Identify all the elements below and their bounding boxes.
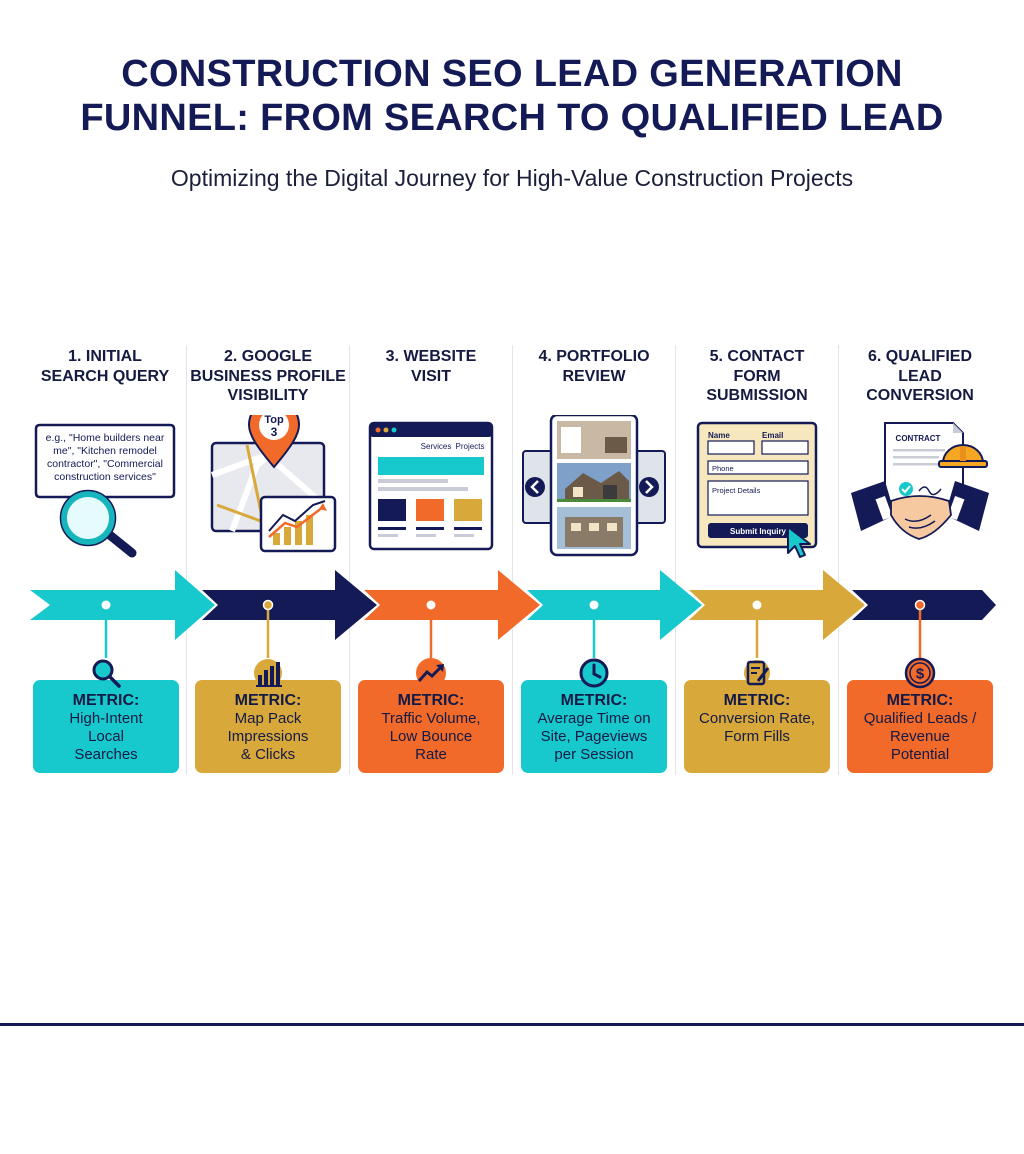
footer-divider: [0, 1023, 1024, 1026]
form-email-label: Email: [762, 431, 783, 440]
pin-number: 3: [271, 425, 278, 439]
metric-box-3: METRIC: Traffic Volume, Low Bounce Rate: [358, 680, 504, 773]
arrow-stage-4: [527, 570, 702, 640]
stage-title: 5. CONTACT FORM SUBMISSION: [706, 348, 808, 404]
handshake-icon: CONTRACT: [851, 422, 989, 540]
connector-dot: [262, 599, 274, 611]
metric-heading: METRIC:: [397, 692, 465, 709]
bubble-line: me", "Kitchen remodel: [53, 445, 157, 457]
bubble-line: e.g., "Home builders near: [46, 432, 165, 444]
bar-chart-icon: [254, 659, 282, 687]
nav-services: Services: [421, 442, 452, 451]
page-title: CONSTRUCTION SEO LEAD GENERATION FUNNEL:…: [0, 52, 1024, 140]
connector-dot: [914, 599, 926, 611]
trend-up-icon: [416, 658, 446, 688]
metric-heading: METRIC:: [723, 692, 791, 709]
metric-heading: METRIC:: [560, 692, 628, 709]
pin-label: Top: [264, 415, 284, 426]
connector-dot: [752, 600, 762, 610]
arrow-stage-2: [202, 570, 377, 640]
edit-form-icon: [744, 660, 770, 686]
column-divider: [512, 345, 513, 775]
column-divider: [675, 345, 676, 775]
column-divider: [838, 345, 839, 775]
bubble-line: construction services": [54, 471, 156, 483]
form-phone-label: Phone: [712, 464, 734, 473]
magnifier-icon: e.g., "Home builders near me", "Kitchen …: [34, 423, 176, 558]
arrow-stage-1: [30, 570, 215, 640]
form-name-label: Name: [708, 431, 730, 440]
metric-box-4: METRIC: Average Time on Site, Pageviews …: [521, 680, 667, 773]
metric-text: Average Time on Site, Pageviews per Sess…: [537, 710, 651, 763]
arrow-stage-5: [689, 570, 865, 640]
photo-gallery-icon: [522, 415, 666, 557]
title-line-1: CONSTRUCTION SEO LEAD GENERATION: [121, 53, 903, 95]
connector-dot: [426, 600, 436, 610]
metric-box-5: METRIC: Conversion Rate, Form Fills: [684, 680, 830, 773]
metric-text: Map Pack Impressions & Clicks: [227, 710, 309, 763]
clock-icon: [579, 658, 609, 688]
nav-projects: Projects: [456, 442, 485, 451]
browser-window-icon: Services Projects: [368, 421, 494, 551]
metric-text: Conversion Rate, Form Fills: [699, 710, 815, 745]
form-details-label: Project Details: [712, 486, 761, 495]
bubble-line: contractor", "Commercial: [47, 458, 163, 470]
metric-text: Qualified Leads / Revenue Potential: [863, 710, 977, 763]
connector-dot: [589, 600, 599, 610]
metric-box-1: METRIC: High-Intent Local Searches: [33, 680, 179, 773]
metric-heading: METRIC:: [886, 692, 954, 709]
connector-dot: [101, 600, 111, 610]
title-line-2: FUNNEL: FROM SEARCH TO QUALIFIED LEAD: [80, 97, 944, 139]
contract-label: CONTRACT: [896, 434, 941, 443]
search-icon: [92, 659, 121, 688]
stage-title: 6. QUALIFIED LEAD CONVERSION: [866, 348, 974, 404]
metric-box-6: METRIC: Qualified Leads / Revenue Potent…: [847, 680, 993, 773]
metric-box-2: METRIC: Map Pack Impressions & Clicks: [195, 680, 341, 773]
column-divider: [186, 345, 187, 775]
stage-title: 3. WEBSITE VISIT: [385, 348, 477, 385]
stage-title: 1. INITIAL SEARCH QUERY: [40, 348, 170, 385]
column-divider: [349, 345, 350, 775]
dollar-icon: $: [904, 657, 936, 689]
funnel-flow-arrows: [30, 570, 996, 658]
metric-heading: METRIC:: [72, 692, 140, 709]
map-pin-icon: Top 3: [210, 415, 337, 553]
svg-text:$: $: [916, 666, 925, 683]
form-submit-label: Submit Inquiry: [730, 527, 787, 536]
page-subtitle: Optimizing the Digital Journey for High-…: [170, 165, 854, 191]
arrow-stage-3: [364, 570, 540, 640]
metric-heading: METRIC:: [234, 692, 302, 709]
form-icon: Name Email Phone Project Details Submit …: [696, 421, 818, 558]
stage-title: 4. PORTFOLIO REVIEW: [538, 348, 650, 385]
stage-title: 2. GOOGLE BUSINESS PROFILE VISIBILITY: [190, 348, 346, 404]
metric-text: Traffic Volume, Low Bounce Rate: [381, 710, 481, 763]
metric-text: High-Intent Local Searches: [69, 710, 143, 763]
